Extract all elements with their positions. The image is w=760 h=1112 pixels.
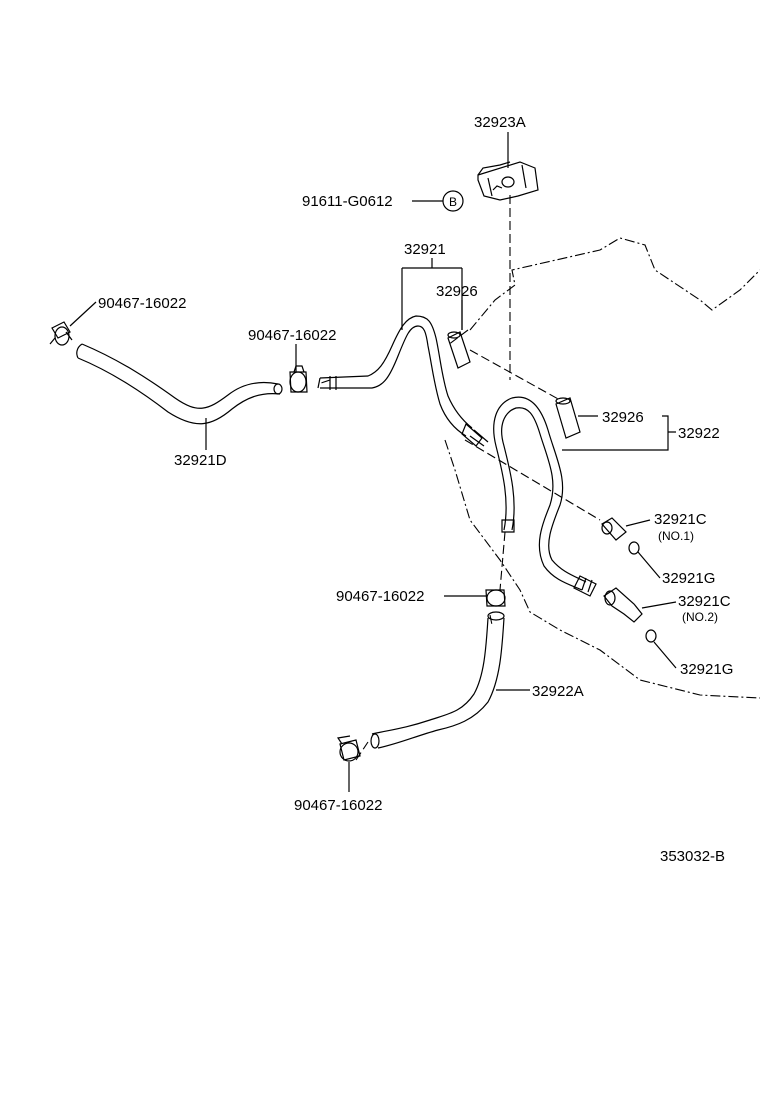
label-91611-G0612: 91611-G0612	[302, 193, 393, 210]
gasket-32921G-2	[645, 629, 657, 643]
union-32921C-no2	[603, 587, 643, 623]
label-90467-16022-mid: 90467-16022	[248, 327, 336, 344]
union-32921C-no1	[601, 517, 627, 541]
bolt-b-label: B	[449, 195, 457, 209]
label-32921G-2: 32921G	[680, 661, 733, 678]
clip-lower-icon	[485, 589, 506, 607]
diagram-code: 353032-B	[660, 848, 725, 865]
label-32921C-no2: 32921C	[678, 593, 731, 610]
label-90467-16022-left: 90467-16022	[98, 295, 186, 312]
label-32921G-1: 32921G	[662, 570, 715, 587]
hose-32921D	[76, 343, 283, 425]
hose-32922A	[370, 611, 505, 749]
guide-lines	[317, 195, 601, 761]
clip-middle-icon	[289, 365, 308, 393]
filter-32926-right	[555, 397, 581, 439]
label-32926-right: 32926	[602, 409, 644, 426]
label-32926-top: 32926	[436, 283, 478, 300]
bolt-b-icon: B	[442, 190, 464, 212]
bracket-32923A	[477, 161, 539, 201]
filter-32926-top	[447, 331, 471, 369]
label-32921C-no1: 32921C	[654, 511, 707, 528]
label-no2: (NO.2)	[682, 610, 718, 624]
clip-left-icon	[49, 321, 73, 346]
label-32922A: 32922A	[532, 683, 584, 700]
clip-bottom-icon	[336, 735, 361, 762]
label-32922: 32922	[678, 425, 720, 442]
label-32921D: 32921D	[174, 452, 227, 469]
engine-outline	[444, 237, 760, 699]
label-32923A: 32923A	[474, 114, 526, 131]
label-90467-16022-bottom: 90467-16022	[294, 797, 382, 814]
gasket-32921G-1	[628, 541, 640, 555]
label-32921: 32921	[404, 241, 446, 258]
pipe-32922	[493, 396, 597, 597]
pipe-32921	[317, 315, 489, 447]
leader-lines	[69, 132, 677, 792]
label-90467-16022-lower: 90467-16022	[336, 588, 424, 605]
label-no1: (NO.1)	[658, 529, 694, 543]
